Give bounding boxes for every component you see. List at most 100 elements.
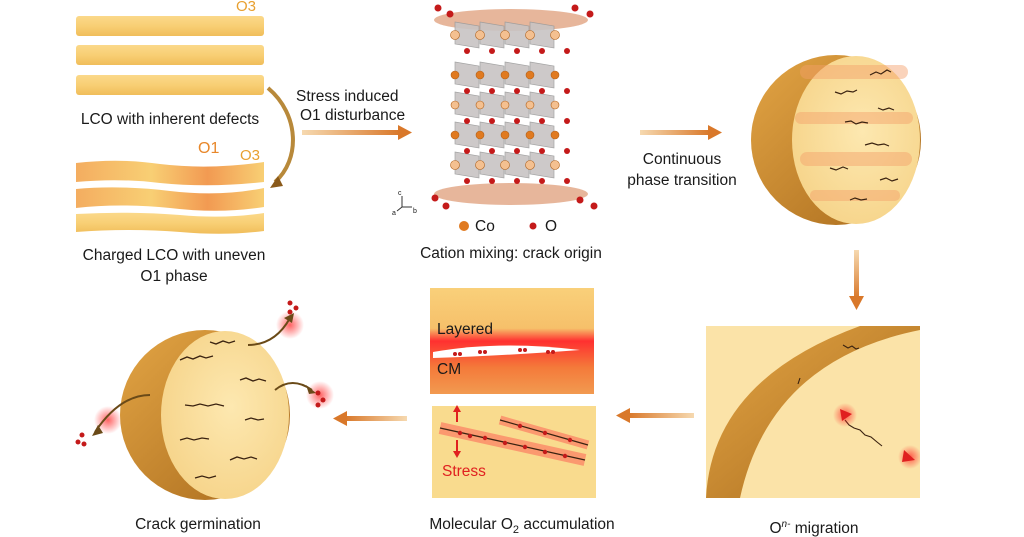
on-prefix: O <box>769 520 782 537</box>
oxygen-atom <box>539 48 545 54</box>
axis-c-label: c <box>398 190 402 197</box>
cobalt-atom <box>550 70 560 80</box>
crack-germination-caption: Crack germination <box>135 516 261 533</box>
o2-subscript: 2 <box>512 524 520 537</box>
cobalt-atom <box>475 70 485 80</box>
oxygen-atom <box>539 88 545 94</box>
lco-layers-charged <box>76 160 264 234</box>
cobalt-atom <box>500 100 510 110</box>
on-migration-caption: On- migration <box>744 515 884 537</box>
oxygen-atom <box>586 10 594 18</box>
lco-defects-caption: LCO with inherent defects <box>80 111 260 128</box>
oxygen-atom <box>464 88 470 94</box>
oxygen-atom <box>464 48 470 54</box>
oxygen-atom <box>539 148 545 154</box>
lco-layers-pristine <box>76 16 264 95</box>
oxygen-atom <box>431 194 439 202</box>
cobalt-atom <box>550 100 560 110</box>
oxygen-atom <box>576 196 584 204</box>
oxygen-atom <box>564 118 570 124</box>
oxygen-atom <box>514 118 520 124</box>
charged-caption-line1: Charged LCO with uneven <box>82 247 266 264</box>
oxygen-atom <box>464 118 470 124</box>
cobalt-atom <box>500 130 510 140</box>
cation-mixing-box <box>430 288 594 394</box>
cobalt-atom <box>500 30 510 40</box>
o2-suffix: accumulation <box>519 516 615 533</box>
cm-label: CM <box>437 361 462 378</box>
cobalt-atom <box>550 130 560 140</box>
stress-caption-line1: Stress induced <box>296 88 399 105</box>
oxygen-atom <box>446 10 454 18</box>
oxygen-atom <box>564 88 570 94</box>
oxygen-atom <box>442 202 450 210</box>
legend-co-label: Co <box>475 218 495 235</box>
cobalt-atom <box>525 160 535 170</box>
cobalt-atom <box>525 70 535 80</box>
cation-mixing-caption: Cation mixing: crack origin <box>420 245 602 262</box>
particle-sphere-zoom <box>706 326 920 498</box>
cobalt-atom <box>475 30 485 40</box>
oxygen-atom <box>489 118 495 124</box>
oxygen-legend-atom <box>529 222 537 230</box>
oxygen-atom <box>489 88 495 94</box>
charged-caption-line2: O1 phase <box>140 268 208 285</box>
cobalt-legend-atom <box>459 221 469 231</box>
cobalt-atom <box>450 130 460 140</box>
cobalt-atom <box>475 130 485 140</box>
oxygen-atom <box>489 48 495 54</box>
oxygen-atom <box>539 118 545 124</box>
cobalt-atom <box>450 160 460 170</box>
cobalt-atom <box>450 30 460 40</box>
cobalt-atom <box>450 100 460 110</box>
legend-o-label: O <box>545 218 558 235</box>
cobalt-atom <box>525 30 535 40</box>
oxygen-atom <box>514 178 520 184</box>
oxygen-atom <box>514 88 520 94</box>
axis-a-label: a <box>392 210 396 217</box>
cobalt-atom <box>525 130 535 140</box>
cobalt-atom <box>475 160 485 170</box>
oxygen-atom <box>434 4 442 12</box>
on-superscript: n- <box>781 519 791 530</box>
oxygen-atom <box>489 148 495 154</box>
oxygen-atom <box>464 148 470 154</box>
oxygen-atom <box>571 4 579 12</box>
cobalt-atom <box>500 160 510 170</box>
cobalt-atom <box>525 100 535 110</box>
cobalt-atom <box>500 70 510 80</box>
oxygen-atom <box>564 48 570 54</box>
cobalt-atom <box>450 70 460 80</box>
cobalt-atom <box>550 160 560 170</box>
oxygen-atom <box>564 148 570 154</box>
layered-label: Layered <box>437 321 494 338</box>
oxygen-atom <box>464 178 470 184</box>
o2-prefix: Molecular O <box>429 516 513 533</box>
crystal-structure <box>431 4 598 210</box>
particle-sphere-top <box>751 55 921 225</box>
stress-box <box>432 405 596 498</box>
cobalt-atom <box>550 30 560 40</box>
particle-sphere-cracked <box>75 300 334 500</box>
continuous-caption-line1: Continuous <box>642 151 722 168</box>
phase-o3-charged-label: O3 <box>240 147 261 164</box>
oxygen-atom <box>489 178 495 184</box>
oxygen-atom <box>539 178 545 184</box>
oxygen-atom <box>564 178 570 184</box>
phase-o1-label: O1 <box>198 140 220 157</box>
cobalt-atom <box>475 100 485 110</box>
on-suffix: migration <box>790 520 859 537</box>
stress-caption-line2: O1 disturbance <box>300 107 406 124</box>
axis-icon <box>396 196 412 212</box>
oxygen-atom <box>514 148 520 154</box>
oxygen-atom <box>590 202 598 210</box>
phase-o3-label: O3 <box>236 0 257 15</box>
continuous-caption-line2: phase transition <box>627 172 737 189</box>
stress-label: Stress <box>442 463 486 480</box>
axis-b-label: b <box>413 208 417 215</box>
o2-accumulation-caption: Molecular O2 accumulation <box>402 515 642 537</box>
curved-arrow <box>266 86 295 184</box>
oxygen-atom <box>514 48 520 54</box>
